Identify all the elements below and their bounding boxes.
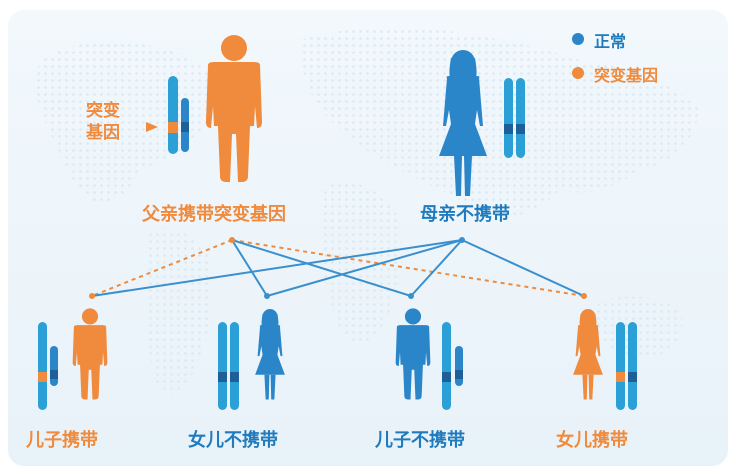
inheritance-nodes [89,237,587,299]
mother-chromosomes [504,78,525,158]
inheritance-lines [91,239,585,297]
legend-normal-dot [572,33,584,45]
child-label-daughter-noncarrier: 女儿不携带 [188,430,278,451]
legend-mutant-dot [572,67,584,79]
legend-normal-label: 正常 [594,32,627,51]
daughter-carrier-chromosomes [616,322,637,410]
daughter-noncarrier-chromosomes [218,322,239,410]
son-noncarrier-chromosomes [442,322,463,410]
mutation-arrow [146,122,158,132]
child-label-daughter-carrier: 女儿携带 [556,430,628,451]
mother-label: 母亲不携带 [420,204,510,225]
child-label-son-carrier: 儿子携带 [26,430,98,451]
child-label-son-noncarrier: 儿子不携带 [375,430,465,451]
legend-mutant-label: 突变基因 [594,66,659,85]
father-chromosomes [168,76,189,154]
father-label: 父亲携带突变基因 [142,204,286,225]
son-carrier-chromosomes [38,322,58,410]
mutation-annotation-line1: 突变 [86,101,120,121]
mutation-annotation-line2: 基因 [86,123,120,143]
